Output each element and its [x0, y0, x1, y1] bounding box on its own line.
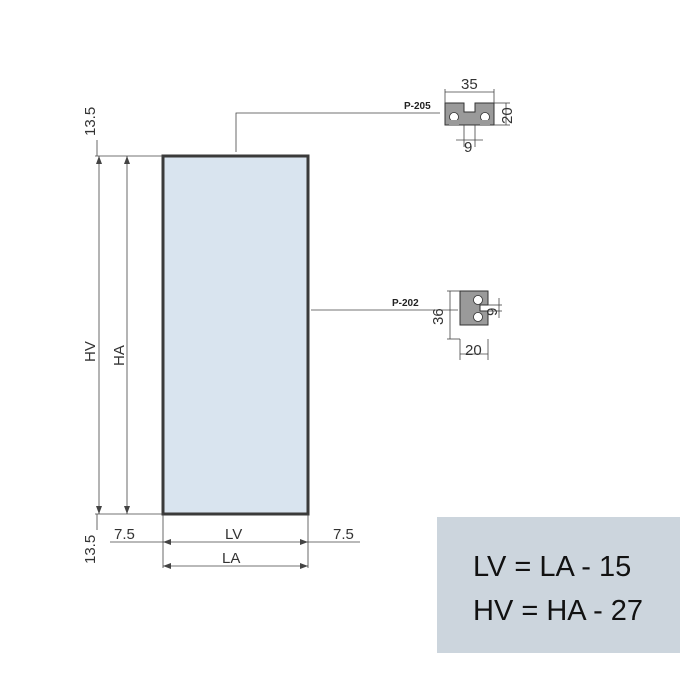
formula-lv: LV = LA - 15: [473, 551, 632, 583]
top-profile-height: 20: [499, 107, 516, 124]
right-margin-label: 7.5: [333, 526, 354, 543]
top-profile-width: 35: [461, 76, 478, 93]
hv-label: HV: [82, 341, 99, 362]
profile-p202-icon: [459, 290, 489, 326]
formula-hv: HV = HA - 27: [473, 595, 644, 627]
bottom-offset-label: 13.5: [82, 535, 99, 564]
side-profile-height: 36: [430, 308, 447, 325]
top-offset-label: 13.5: [82, 107, 99, 136]
la-label: LA: [222, 550, 240, 567]
top-profile-gap: 9: [464, 139, 472, 156]
top-profile-code: P-205: [404, 101, 431, 112]
lv-label: LV: [225, 526, 242, 543]
top-profile-leader: [235, 112, 440, 152]
profile-p205-icon: [444, 102, 495, 126]
side-profile-code: P-202: [392, 298, 419, 309]
side-profile-gap: 9: [484, 308, 501, 316]
formula-box: LV = LA - 15 HV = HA - 27: [437, 517, 680, 653]
left-margin-label: 7.5: [114, 526, 135, 543]
glass-panel: [161, 154, 310, 516]
side-profile-width: 20: [465, 342, 482, 359]
ha-label: HA: [111, 345, 128, 366]
